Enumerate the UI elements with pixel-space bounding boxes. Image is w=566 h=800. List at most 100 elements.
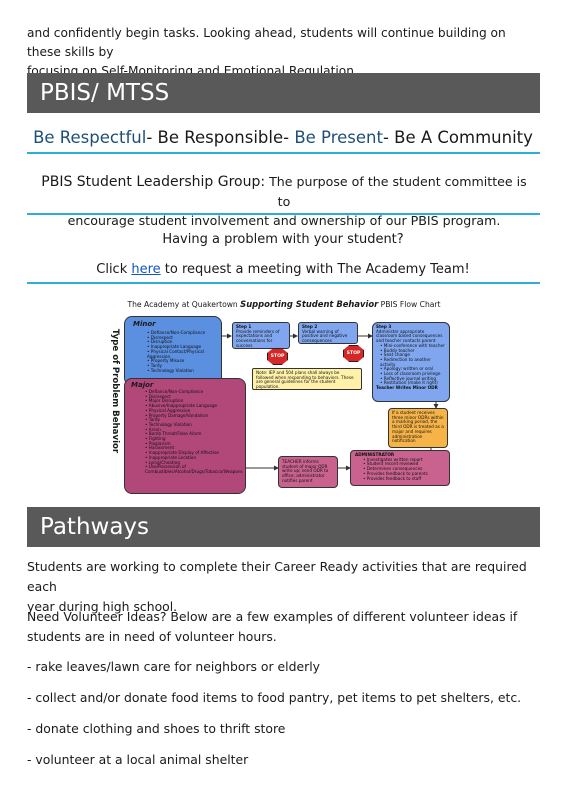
iep-note-box: Note: IEP and 504 plans shall always be … xyxy=(252,368,362,390)
major-behavior-item: • Physical Aggression xyxy=(145,407,191,413)
administrator-action-item: • Provides feedback to staff xyxy=(363,475,422,481)
major-behavior-item: • Plagiarism xyxy=(145,440,171,446)
minor-behavior-item: • Physical Contact/Physical Aggression xyxy=(147,348,204,359)
major-behavior-item: • Technology Violation xyxy=(145,421,192,427)
minor-title: Minor xyxy=(133,320,156,328)
major-behavior-item: • Harassment xyxy=(145,445,175,451)
step-1-title: Step 1 xyxy=(236,324,252,329)
major-behavior-item: • Lying/Cheating xyxy=(145,459,180,465)
administrator-action-item: • Student record reviewed xyxy=(363,461,419,467)
problem-question: Having a problem with your student? xyxy=(162,232,404,247)
step-3-consequence-item: • Apology: written or oral xyxy=(380,366,433,372)
minor-behavior-item: • Inappropriate Language xyxy=(147,344,202,350)
pathways-section-heading: Pathways xyxy=(27,507,540,547)
major-behavior-item: • Inappropriate Location xyxy=(145,454,197,460)
motto-separator: - xyxy=(283,128,295,147)
minor-behavior-item: • Technology Violation xyxy=(147,367,194,373)
volunteer-ideas-line-1: Need Volunteer Ideas? Below are a few ex… xyxy=(27,609,518,624)
minor-behavior-box: Minor • Defiance/Non-Compliance• Disresp… xyxy=(124,316,222,386)
step-3-consequence-item: • Buddy teacher xyxy=(380,347,415,353)
volunteer-bullet: - donate clothing and shoes to thrift st… xyxy=(27,721,286,736)
pbis-flow-chart: The Academy at Quakertown Supporting Stu… xyxy=(106,296,462,496)
motto-separator: - xyxy=(382,128,395,147)
flow-arrows xyxy=(222,333,439,471)
leadership-text-2: encourage student involvement and owners… xyxy=(67,213,501,228)
flow-title-emphasis: Supporting Student Behavior xyxy=(240,299,379,309)
motto-respectful: Be Respectful xyxy=(33,128,147,147)
volunteer-ideas-paragraph: Need Volunteer Ideas? Below are a few ex… xyxy=(27,607,542,647)
major-behavior-item: • Abusive/Inappropriate Language xyxy=(145,403,218,409)
step-2-box: Step 2 Verbal warning of positive and ne… xyxy=(298,322,358,344)
major-behavior-item: • Property Damage/Vandalism xyxy=(145,412,209,418)
request-meeting-link[interactable]: here xyxy=(131,262,161,277)
minor-list: • Defiance/Non-Compliance• Disrespect• D… xyxy=(147,330,219,373)
administrator-action-item: • Determines consequences xyxy=(363,466,423,472)
minor-behavior-item: • Disrespect xyxy=(147,334,173,340)
minor-behavior-item: • Disruption xyxy=(147,339,173,345)
flow-title-suffix: PBIS Flow Chart xyxy=(378,300,441,309)
step-1-text: Provide reminders of expectations and co… xyxy=(236,328,280,348)
step-3-list: • Mini-conference with teacher• Buddy te… xyxy=(376,342,446,386)
career-ready-line-2: year during high school. xyxy=(27,599,178,614)
major-behavior-item: • Major Disruption xyxy=(145,398,184,404)
step-2-title: Step 2 xyxy=(302,324,318,329)
motto-separator: - xyxy=(146,128,158,147)
administrator-list: • Investigates written report• Student r… xyxy=(355,456,445,482)
problem-type-side-label: Type of Problem Behavior xyxy=(110,328,120,454)
career-ready-line-1: Students are working to complete their C… xyxy=(27,559,527,594)
divider-rule xyxy=(27,282,540,284)
flow-chart-title: The Academy at Quakertown Supporting Stu… xyxy=(106,299,462,309)
motto-responsible: Be Responsible xyxy=(157,128,284,147)
administrator-action-item: • Investigates written report xyxy=(363,456,423,462)
pbis-section-heading: PBIS/ MTSS xyxy=(27,73,540,113)
flow-title-prefix: The Academy at Quakertown xyxy=(127,300,241,309)
volunteer-bullet: - volunteer at a local animal shelter xyxy=(27,752,249,767)
click-suffix: to request a meeting with The Academy Te… xyxy=(160,262,470,277)
teacher-major-odr-box: TEACHER informs student of major ODR wri… xyxy=(278,456,338,488)
volunteer-bullet: - rake leaves/lawn care for neighbors or… xyxy=(27,659,320,674)
step-3-text: Administer appropriate classroom based c… xyxy=(376,328,443,344)
major-behavior-item: • Disrespect xyxy=(145,393,171,399)
minor-behavior-item: • Tardy xyxy=(147,362,163,368)
step-3-title: Step 3 xyxy=(376,324,392,329)
administrator-title: ADMINISTRATOR xyxy=(355,452,395,457)
major-behavior-item: • Use/Possession of Combustibles/Alcohol… xyxy=(145,464,243,474)
major-title: Major xyxy=(131,381,154,389)
major-behavior-box: Major • Defiance/Non-Compliance• Disresp… xyxy=(124,378,246,494)
stop-sign-icon: STOP xyxy=(267,348,288,365)
administrator-box: ADMINISTRATOR • Investigates written rep… xyxy=(350,450,450,486)
intro-line-1: and confidently begin tasks. Looking ahe… xyxy=(27,26,506,59)
major-list: • Defiance/Non-Compliance• Disrespect• M… xyxy=(145,389,243,475)
major-behavior-item: • Arson xyxy=(145,426,161,432)
major-behavior-item: • Defiance/Non-Compliance xyxy=(145,389,204,394)
minor-behavior-item: • Property Misuse xyxy=(147,358,185,364)
step-3-consequence-item: • Mini-conference with teacher xyxy=(380,342,445,348)
click-prefix: Click xyxy=(96,262,132,277)
step-1-box: Step 1 Provide reminders of expectations… xyxy=(232,322,290,349)
request-meeting-line: Click here to request a meeting with The… xyxy=(0,262,566,277)
major-behavior-item: • Inappropriate Display of Affection xyxy=(145,450,220,456)
motto-present: Be Present xyxy=(294,128,383,147)
motto-community: Be A Community xyxy=(394,128,533,147)
career-ready-paragraph: Students are working to complete their C… xyxy=(27,557,542,617)
volunteer-bullet: - collect and/or donate food items to fo… xyxy=(27,690,522,705)
step-3-box: Step 3 Administer appropriate classroom … xyxy=(372,322,450,402)
step-2-text: Verbal warning of positive and negative … xyxy=(302,328,348,344)
major-behavior-item: • Bomb Threat/False Alarm xyxy=(145,431,202,437)
major-behavior-item: • Tardy xyxy=(145,417,161,423)
major-behavior-item: • Fighting xyxy=(145,436,166,442)
divider-rule xyxy=(27,152,540,154)
divider-rule xyxy=(27,213,540,215)
volunteer-ideas-line-2: students are in need of volunteer hours. xyxy=(27,629,277,644)
minor-behavior-item: • Defiance/Non-Compliance xyxy=(147,330,206,335)
leadership-group-paragraph: PBIS Student Leadership Group: The purpo… xyxy=(40,172,528,230)
step-3-consequence-item: • Restitution (make it right) xyxy=(380,380,438,386)
three-minor-odr-box: If a student receives three minor ODRs w… xyxy=(388,408,448,448)
step-3-consequence-item: • Redirection to another activity xyxy=(380,356,431,367)
step-3-consequence-item: • Reflective journal writing xyxy=(380,375,436,381)
leadership-label: PBIS Student Leadership Group: xyxy=(41,174,266,190)
step-3-footer: Teacher Writes Minor ODR xyxy=(376,385,438,391)
step-3-consequence-item: • Seat change xyxy=(380,352,410,358)
leadership-text-1: The purpose of the student committee is … xyxy=(265,174,527,209)
